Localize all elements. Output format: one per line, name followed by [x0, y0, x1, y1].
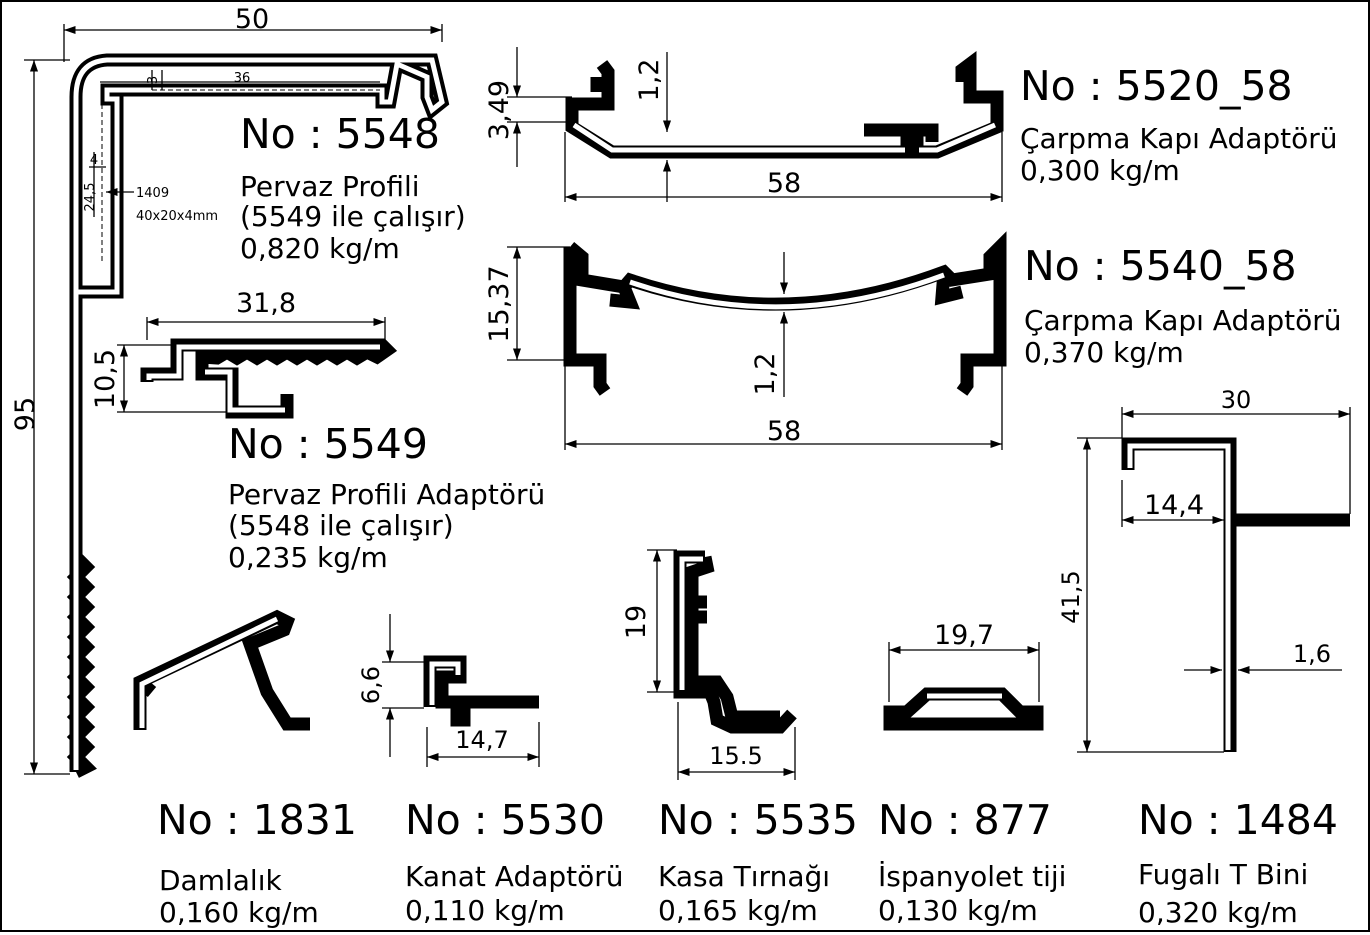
profile-1484-drawing — [1077, 407, 1351, 753]
profile-1831-weight: 0,160 kg/m — [159, 896, 319, 929]
dim-5548-height: 95 — [10, 397, 41, 431]
dim-1484-width: 30 — [1221, 386, 1252, 414]
profile-5535-drawing — [647, 549, 797, 780]
dim-5540-thickness: 1,2 — [750, 353, 781, 396]
profile-5530-drawing — [382, 614, 540, 767]
profile-5548-name: Pervaz Profili — [240, 170, 420, 203]
profile-877-drawing — [883, 642, 1044, 731]
profile-5520-name: Çarpma Kapı Adaptörü — [1020, 122, 1338, 155]
profile-1831-name: Damlalık — [159, 864, 282, 897]
profile-5540-number: No : 5540_58 — [1024, 242, 1297, 290]
dim-5535-width: 15.5 — [709, 742, 762, 770]
dim-5540-height: 15,37 — [484, 265, 515, 342]
profile-1484-number: No : 1484 — [1138, 796, 1338, 844]
dim-5548-ref: 1409 — [136, 186, 169, 201]
profile-877-name: İspanyolet tiji — [878, 860, 1066, 893]
profile-1484-name: Fugalı T Bini — [1138, 858, 1308, 891]
profile-5535-weight: 0,165 kg/m — [658, 894, 818, 927]
profile-5549-weight: 0,235 kg/m — [228, 541, 388, 574]
profile-5535-number: No : 5535 — [658, 796, 858, 844]
dim-5548-wall: 4 — [90, 153, 98, 168]
profile-5530-name: Kanat Adaptörü — [405, 860, 624, 893]
profile-5549-number: No : 5549 — [228, 420, 428, 468]
profile-5548-number: No : 5548 — [240, 110, 440, 158]
dim-5548-span: 24,5 — [83, 183, 98, 212]
profile-5548-weight: 0,820 kg/m — [240, 232, 400, 265]
dim-5520-width: 58 — [767, 168, 801, 199]
profile-5548-drawing — [24, 24, 450, 778]
dim-5540-width: 58 — [767, 416, 801, 447]
dim-5535-height: 19 — [621, 605, 652, 639]
profile-5530-number: No : 5530 — [405, 796, 605, 844]
dim-1484-thickness: 1,6 — [1293, 640, 1331, 668]
profile-5548-note: (5549 ile çalışır) — [240, 200, 466, 233]
profile-5540-weight: 0,370 kg/m — [1024, 336, 1184, 369]
profile-877-number: No : 877 — [878, 796, 1052, 844]
dim-5530-height: 6,6 — [357, 666, 385, 704]
profile-5549-name: Pervaz Profili Adaptörü — [228, 478, 545, 511]
dim-5548-tube: 40x20x4mm — [136, 209, 218, 224]
dim-877-width: 19,7 — [934, 620, 994, 651]
profile-5549-drawing — [117, 317, 398, 419]
profile-5520-number: No : 5520_58 — [1020, 62, 1293, 110]
profile-5540-drawing — [507, 231, 1007, 450]
dim-5549-height: 10,5 — [90, 349, 121, 409]
dim-5548-width: 50 — [235, 4, 269, 35]
profile-5520-weight: 0,300 kg/m — [1020, 154, 1180, 187]
dim-5548-lip: 3 — [146, 76, 161, 84]
profile-5549-note: (5548 ile çalışır) — [228, 509, 454, 542]
dim-5530-width: 14,7 — [455, 726, 508, 754]
profile-1831-number: No : 1831 — [157, 796, 357, 844]
profile-1831-drawing — [133, 609, 310, 731]
dim-5549-width: 31,8 — [236, 288, 296, 319]
dim-1484-height: 41,5 — [1057, 570, 1085, 623]
dim-5548-inner: 36 — [234, 71, 251, 86]
dim-5520-height: 3,49 — [484, 80, 515, 140]
profile-5520-drawing — [507, 47, 1004, 202]
dim-5520-thickness: 1,2 — [634, 59, 665, 102]
profile-5540-name: Çarpma Kapı Adaptörü — [1024, 304, 1342, 337]
dim-1484-inner: 14,4 — [1144, 490, 1204, 521]
profile-1484-weight: 0,320 kg/m — [1138, 896, 1298, 929]
profile-5530-weight: 0,110 kg/m — [405, 894, 565, 927]
profile-877-weight: 0,130 kg/m — [878, 894, 1038, 927]
profile-5535-name: Kasa Tırnağı — [658, 860, 830, 893]
